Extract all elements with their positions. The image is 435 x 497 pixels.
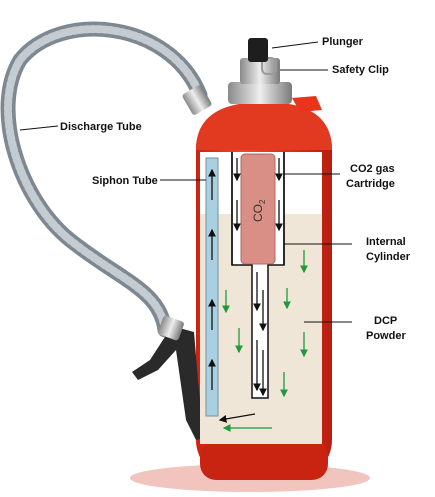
label-dcp-powder-line2: Powder [366, 330, 406, 342]
siphon-tube [205, 157, 219, 417]
label-leaders [19, 41, 352, 323]
extinguisher-shoulder [196, 102, 332, 150]
plunger-cap [248, 38, 268, 62]
label-discharge-tube: Discharge Tube [60, 121, 142, 133]
label-internal-cylinder-line2: Cylinder [366, 251, 411, 263]
label-siphon-tube: Siphon Tube [92, 175, 158, 187]
gas-arrow [218, 413, 256, 423]
label-internal-cylinder-line1: Internal [366, 236, 406, 248]
label-co2-line1: CO2 gas [350, 163, 395, 175]
safety-clip-ring [261, 57, 277, 75]
label-safety-clip: Safety Clip [332, 64, 389, 76]
valve-neck [240, 58, 280, 84]
hose-ferrule-top [182, 85, 212, 115]
label-plunger: Plunger [322, 36, 364, 48]
gas-flow-arrows [208, 158, 283, 423]
label-co2-line2: Cartridge [346, 178, 395, 190]
powder-flow-arrows [222, 250, 308, 432]
extinguisher-base [200, 440, 328, 480]
label-dcp-powder-line1: DCP [374, 315, 397, 327]
nozzle-ferrule [158, 315, 184, 341]
seal-tab [292, 96, 322, 112]
leader-plunger [271, 41, 319, 49]
co2-cartridge [240, 153, 276, 265]
valve-collar [228, 82, 292, 104]
discharge-lever [132, 326, 204, 440]
co2-cartridge-label: CO2 [251, 199, 267, 222]
leader-discharge-tube [19, 125, 59, 131]
discharge-hose-highlight [4, 25, 204, 334]
